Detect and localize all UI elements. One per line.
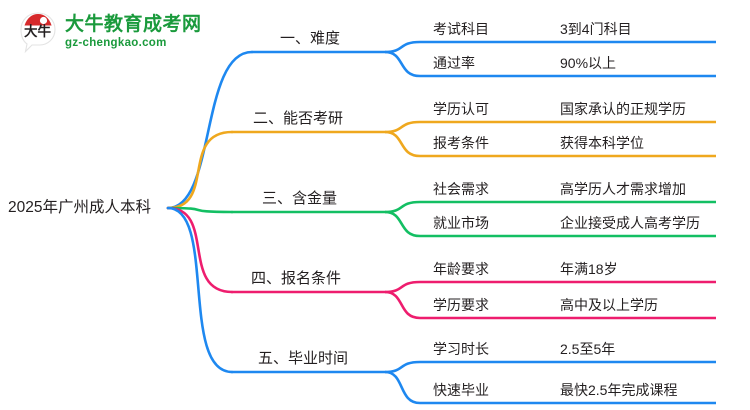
leaf-key-label[interactable]: 快速毕业 — [433, 382, 489, 398]
leaf-key-label[interactable]: 考试科目 — [433, 21, 489, 37]
leaf-value-label[interactable]: 3到4门科目 — [560, 21, 632, 37]
branch-node-label[interactable]: 一、难度 — [280, 30, 341, 47]
leaf-key-label[interactable]: 学历认可 — [433, 101, 489, 117]
logo-mark-icon: 大牛 — [18, 11, 58, 54]
branch-node-label[interactable]: 三、含金量 — [262, 190, 338, 207]
svg-text:大牛: 大牛 — [24, 23, 51, 39]
branch-node-label[interactable]: 四、报名条件 — [251, 270, 342, 287]
leaf-value-label[interactable]: 企业接受成人高考学历 — [560, 215, 700, 231]
leaf-key-label[interactable]: 就业市场 — [433, 215, 489, 231]
leaf-value-label[interactable]: 最快2.5年完成课程 — [560, 382, 678, 398]
leaf-key-label[interactable]: 年龄要求 — [433, 261, 489, 277]
logo-wordmark: 大牛教育成考网 gz-chengkao.com — [65, 15, 202, 50]
branch-node-label[interactable]: 二、能否考研 — [253, 110, 344, 127]
root-node-label[interactable]: 2025年广州成人本科 — [8, 199, 151, 216]
leaf-key-label[interactable]: 通过率 — [433, 55, 475, 71]
leaf-value-label[interactable]: 年满18岁 — [560, 261, 618, 277]
leaf-key-label[interactable]: 学历要求 — [433, 297, 489, 313]
leaf-key-label[interactable]: 社会需求 — [433, 181, 489, 197]
leaf-value-label[interactable]: 获得本科学位 — [560, 135, 644, 151]
leaf-key-label[interactable]: 学习时长 — [433, 341, 489, 357]
leaf-value-label[interactable]: 国家承认的正规学历 — [560, 101, 686, 117]
leaf-value-label[interactable]: 2.5至5年 — [560, 341, 616, 357]
logo-title: 大牛教育成考网 — [65, 13, 202, 35]
site-logo: 大牛 大牛教育成考网 gz-chengkao.com — [18, 6, 218, 58]
branch-node-label[interactable]: 五、毕业时间 — [258, 350, 349, 367]
leaf-value-label[interactable]: 高中及以上学历 — [560, 297, 658, 313]
leaf-value-label[interactable]: 高学历人才需求增加 — [560, 181, 686, 197]
leaf-value-label[interactable]: 90%以上 — [560, 55, 617, 71]
leaf-key-label[interactable]: 报考条件 — [433, 135, 489, 151]
logo-domain: gz-chengkao.com — [65, 36, 167, 49]
